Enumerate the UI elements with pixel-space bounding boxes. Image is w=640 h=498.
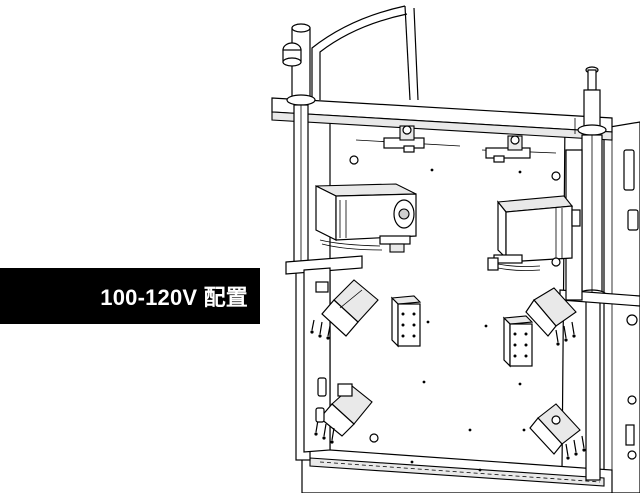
left-lower-valve [314,383,373,444]
terminal-block-left [390,295,422,348]
voltage-configuration-label: 100-120V 配置 [0,268,260,324]
top-crossbar [271,97,613,141]
side-brackets [285,149,640,453]
cable-harness [319,239,541,271]
panel-screws [349,155,561,472]
right-side-frame [603,121,640,494]
right-lower-valve [529,403,586,460]
left-side-slots [315,377,327,423]
right-upper-valve [525,287,577,346]
right-post [577,66,607,481]
right-motor [493,195,581,264]
top-sensor-right [485,135,531,163]
top-sensor-left [383,125,425,153]
top-arch-frame [311,5,419,101]
terminal-block-right [502,315,534,368]
left-upper-valve [310,279,379,340]
left-motor [315,183,417,253]
